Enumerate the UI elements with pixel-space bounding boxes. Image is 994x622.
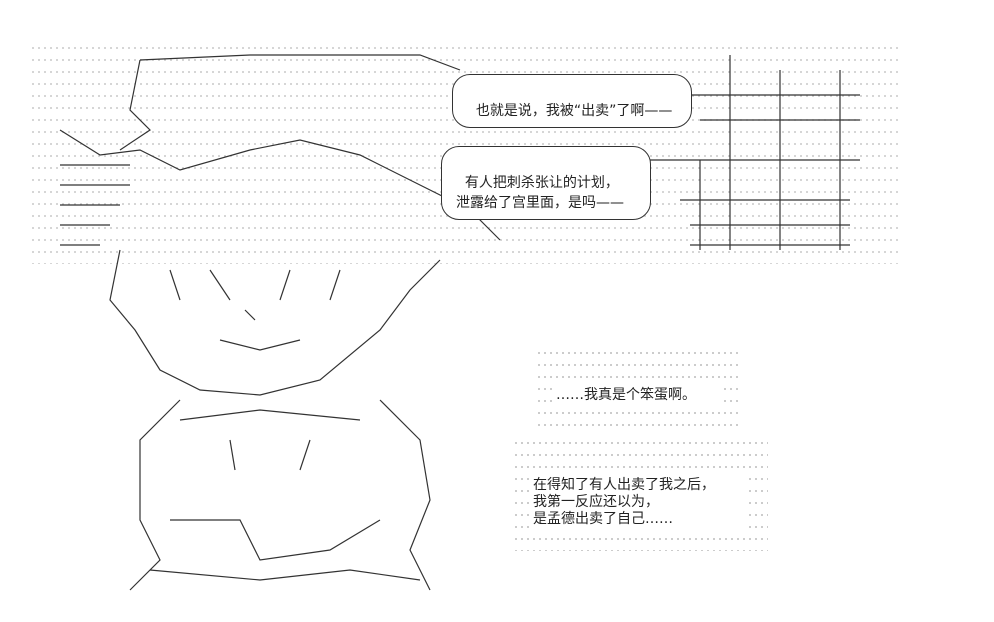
speech-bubble-1: 也就是说，我被“出卖”了啊—— — [452, 74, 692, 128]
speech-bubble-text: 有人把刺杀张让的计划， 泄露给了宫里面，是吗—— — [456, 175, 624, 211]
narration-text: ……我真是个笨蛋啊。 — [556, 387, 721, 404]
narration-box-1: ……我真是个笨蛋啊。 — [536, 347, 741, 427]
narration-text: 在得知了有人出卖了我之后， 我第一反应还以为， 是孟德出卖了自己…… — [533, 477, 748, 528]
speech-bubble-text: 也就是说，我被“出卖”了啊—— — [475, 103, 673, 119]
speech-bubble-2: 有人把刺杀张让的计划， 泄露给了宫里面，是吗—— — [441, 146, 651, 220]
narration-box-2: 在得知了有人出卖了我之后， 我第一反应还以为， 是孟德出卖了自己…… — [513, 437, 768, 551]
building-drawing — [650, 55, 860, 250]
character-drawing — [59, 54, 501, 591]
